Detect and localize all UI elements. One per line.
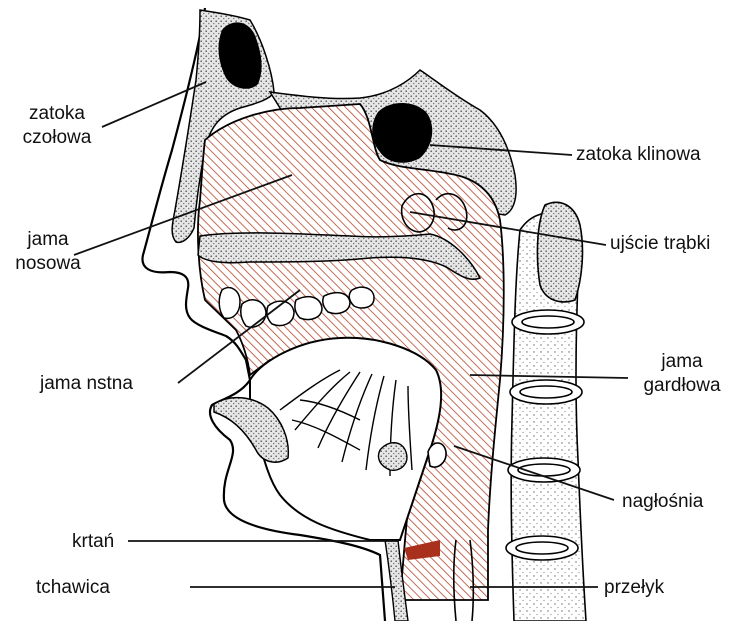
label-oral-cavity-line-1: jama nstna xyxy=(40,372,133,396)
label-pharyngeal-cavity-line-1: jama xyxy=(622,350,742,374)
label-frontal-sinus: zatoka czołowa xyxy=(4,102,110,150)
label-larynx: krtań xyxy=(72,530,114,554)
cervical-spine xyxy=(506,202,586,621)
label-trachea-line-1: tchawica xyxy=(36,576,110,600)
label-nasal-cavity-line-2: nosowa xyxy=(6,252,90,276)
label-pharyngeal-cavity: jama gardłowa xyxy=(622,350,742,398)
label-pharyngeal-cavity-line-2: gardłowa xyxy=(622,374,742,398)
hyoid-bone xyxy=(378,443,406,471)
label-eustachian-tube-opening-line-1: ujście trąbki xyxy=(610,232,710,256)
label-eustachian-tube-opening: ujście trąbki xyxy=(610,232,710,256)
label-sphenoid-sinus: zatoka klinowa xyxy=(576,143,701,167)
label-frontal-sinus-line-1: zatoka xyxy=(4,102,110,126)
label-oral-cavity: jama nstna xyxy=(40,372,133,396)
label-nasal-cavity-line-1: jama xyxy=(6,228,90,252)
label-frontal-sinus-line-2: czołowa xyxy=(4,126,110,150)
label-epiglottis-line-1: nagłośnia xyxy=(622,490,703,514)
label-larynx-line-1: krtań xyxy=(72,530,114,554)
label-trachea: tchawica xyxy=(36,576,110,600)
label-epiglottis: nagłośnia xyxy=(622,490,703,514)
label-nasal-cavity: jama nosowa xyxy=(6,228,90,276)
label-sphenoid-sinus-line-1: zatoka klinowa xyxy=(576,143,701,167)
label-esophagus-line-1: przełyk xyxy=(604,576,664,600)
label-esophagus: przełyk xyxy=(604,576,664,600)
